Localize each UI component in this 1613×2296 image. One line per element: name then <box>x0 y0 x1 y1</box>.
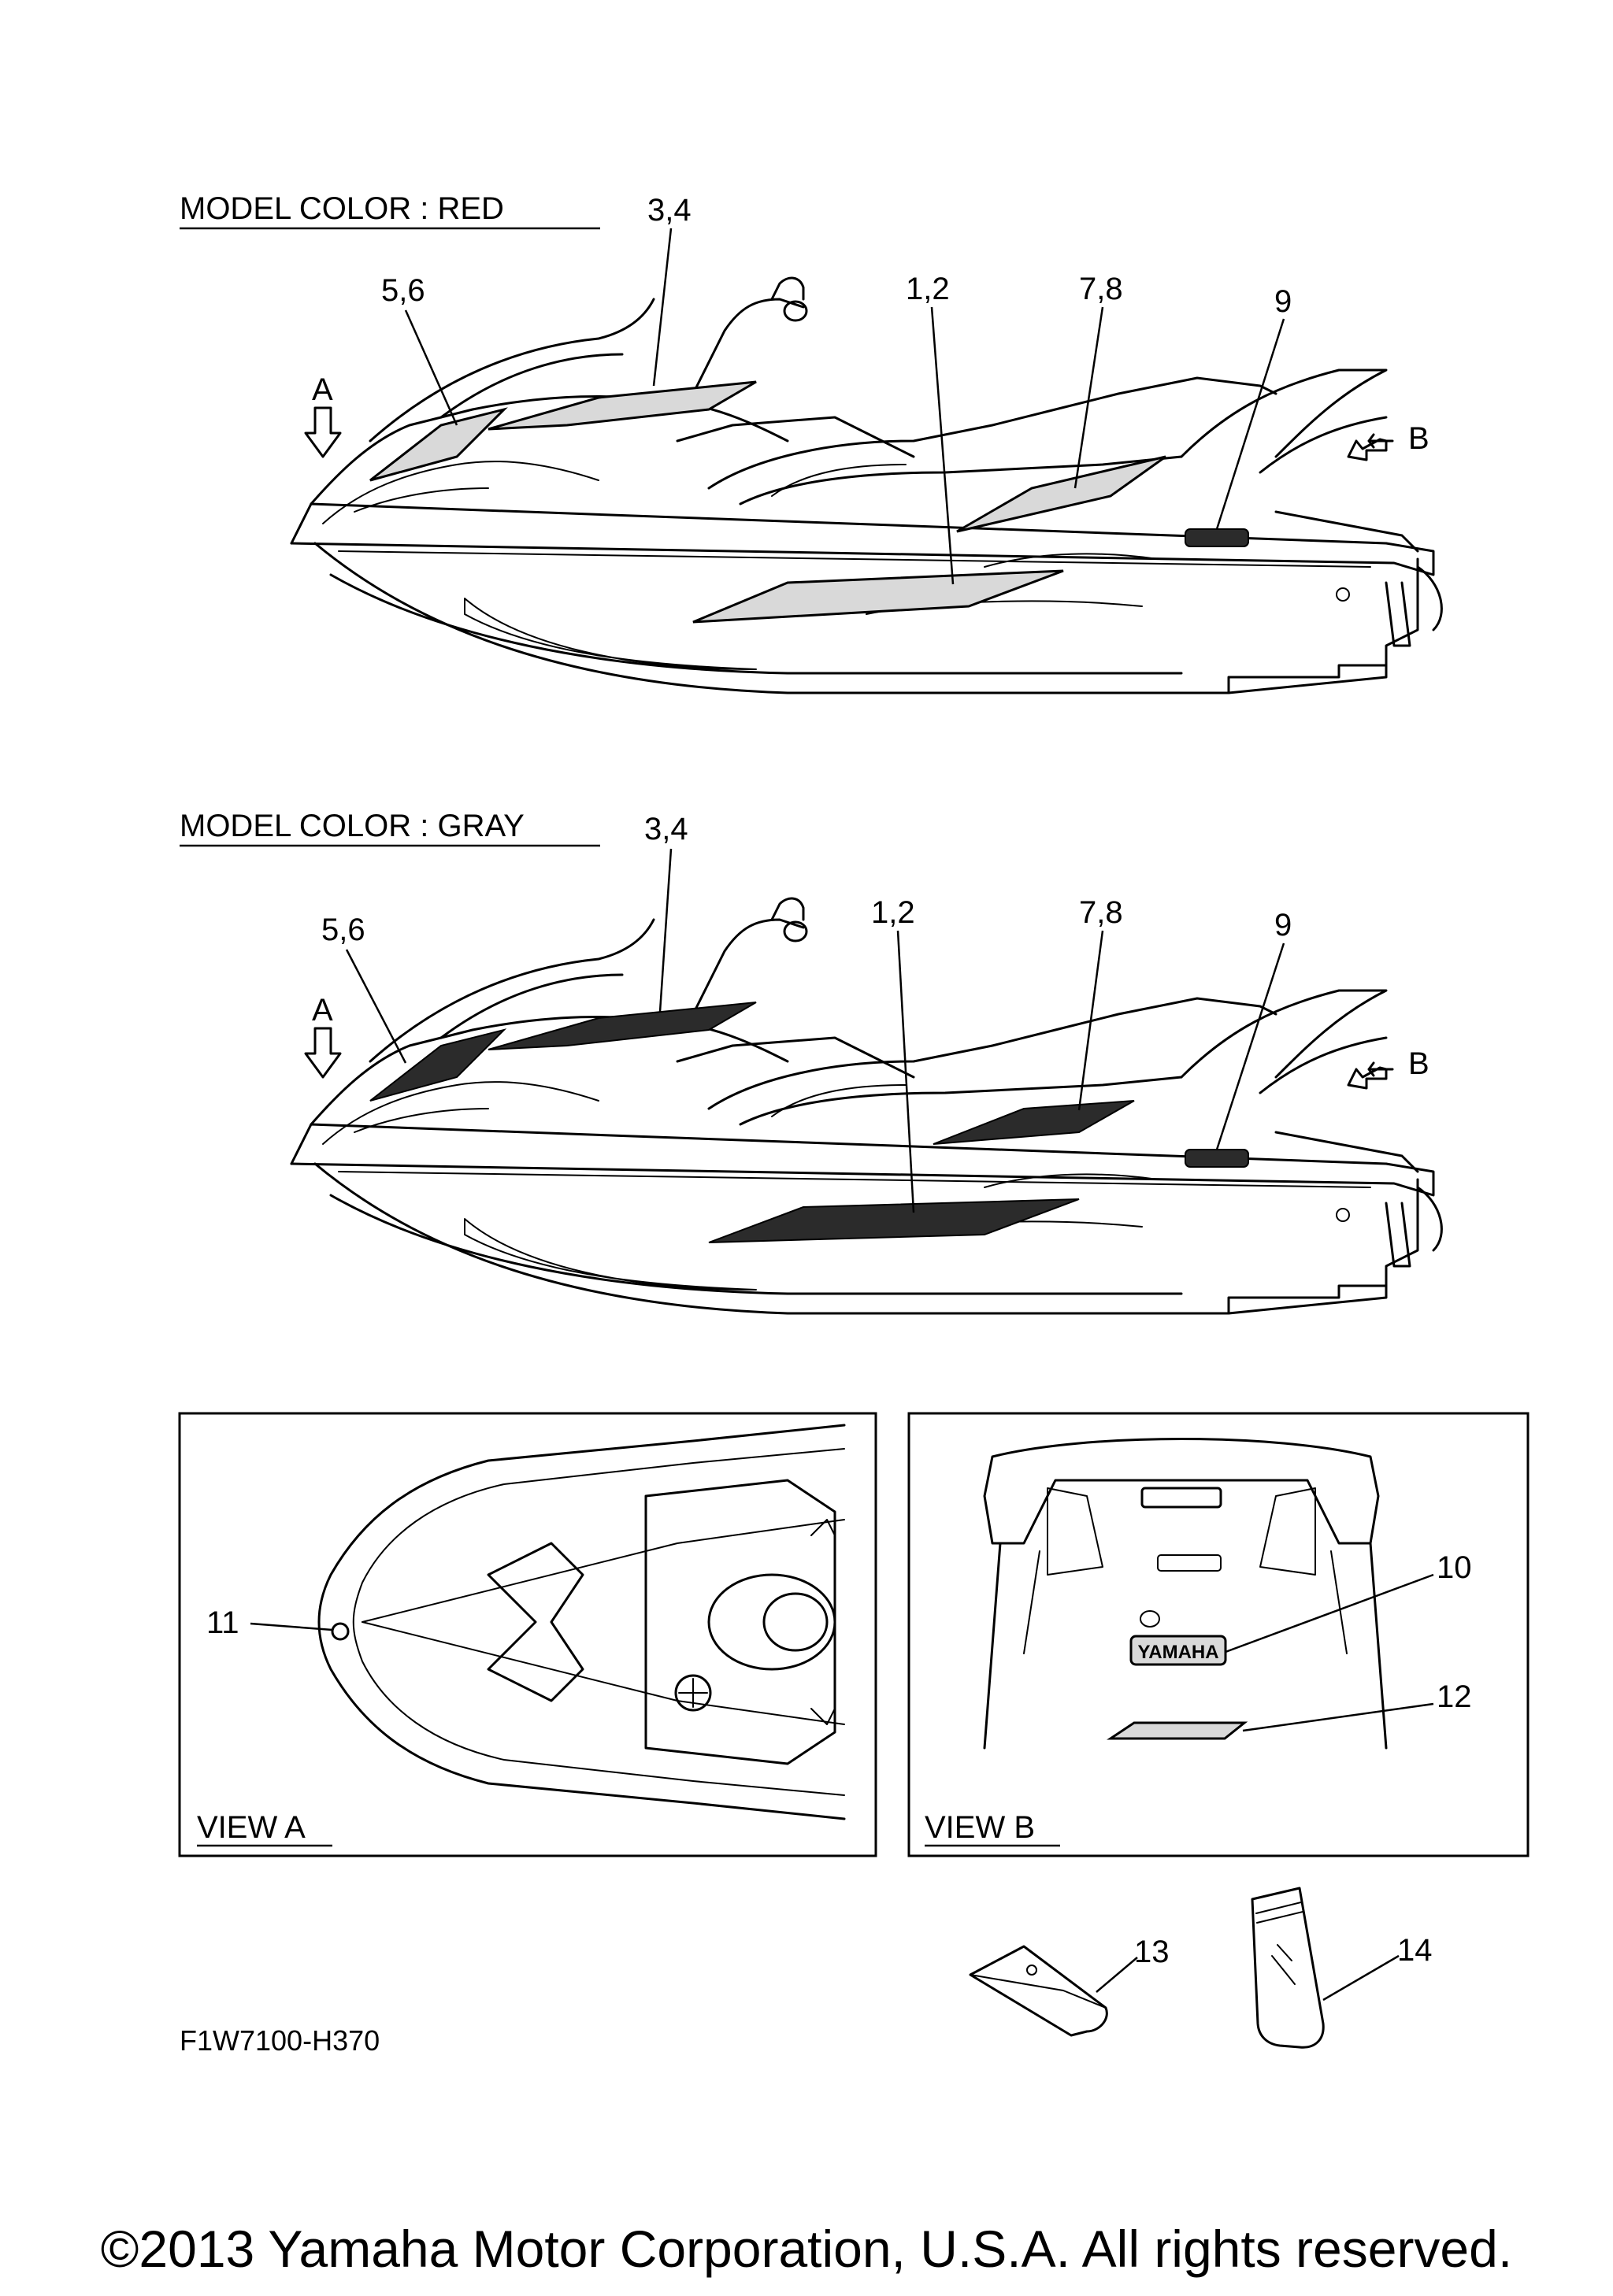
leader-1-2 <box>930 306 955 585</box>
view-a-arrow-icon <box>304 1027 342 1079</box>
yamaha-badge <box>1129 1635 1227 1666</box>
leader-10 <box>1225 1573 1434 1653</box>
view-b-arrow-shaft <box>1347 1066 1388 1090</box>
copyright-notice: ©2013 Yamaha Motor Corporation, U.S.A. A… <box>100 2220 1513 2278</box>
leader-13 <box>1096 1957 1138 1993</box>
decal-9 <box>1185 528 1249 547</box>
callout-7-8: 7,8 <box>1079 895 1123 930</box>
callout-3-4: 3,4 <box>647 193 692 228</box>
view-b-title: VIEW B <box>925 1810 1035 1845</box>
watercraft-side-view-gray <box>290 897 1443 1315</box>
view-a-arrow-icon <box>304 406 342 458</box>
stern-deck-outline <box>983 1438 1380 1545</box>
callout-5-6: 5,6 <box>321 913 365 947</box>
decal-1-2 <box>708 1198 1080 1243</box>
leader-7-8 <box>1073 306 1104 489</box>
decal-7-8 <box>933 1100 1135 1145</box>
arrow-b-label: B <box>1408 421 1429 456</box>
leader-1-2 <box>896 930 915 1213</box>
callout-7-8: 7,8 <box>1079 272 1123 306</box>
callout-12: 12 <box>1437 1679 1472 1714</box>
section-gray: MODEL COLOR : GRAY 3,4 5,6 1,2 7,8 9 A B <box>180 809 1443 1315</box>
section-red-header: MODEL COLOR : RED <box>180 191 504 226</box>
view-a-frame <box>178 1412 877 1857</box>
leader-3-4 <box>658 848 673 1013</box>
view-b-arrow-icon <box>1367 1061 1394 1077</box>
decal-5-6 <box>369 407 508 482</box>
leader-7-8 <box>1077 930 1104 1111</box>
view-a-panel: 11 VIEW A <box>178 1412 877 1857</box>
decal-12 <box>1107 1721 1248 1740</box>
decal-5-6 <box>369 1028 507 1102</box>
callout-13: 13 <box>1134 1935 1170 1969</box>
leader-9 <box>1215 942 1285 1150</box>
leader-3-4 <box>652 228 673 387</box>
view-b-arrow-shaft <box>1367 433 1394 449</box>
leader-5-6 <box>345 949 407 1064</box>
section-gray-header: MODEL COLOR : GRAY <box>180 809 525 843</box>
decal-3-4 <box>488 1002 757 1050</box>
section-red: MODEL COLOR : RED 3,4 5,6 1,2 7,8 9 A B <box>180 191 1443 694</box>
pouch-13-icon <box>969 1945 1108 2037</box>
callout-14: 14 <box>1397 1933 1433 1968</box>
leader-9 <box>1215 318 1285 530</box>
callout-9: 9 <box>1274 908 1292 942</box>
arrow-a-label: A <box>312 993 333 1028</box>
loose-parts: 13 14 <box>969 1887 1433 2049</box>
drawing-code: F1W7100-H370 <box>180 2024 380 2057</box>
callout-1-2: 1,2 <box>871 895 915 930</box>
leader-12 <box>1242 1702 1434 1732</box>
arrow-b-label: B <box>1408 1046 1429 1081</box>
callout-11: 11 <box>206 1605 239 1640</box>
decal-11-marker <box>331 1622 350 1641</box>
decal-7-8 <box>956 455 1166 533</box>
arrow-a-label: A <box>312 372 333 407</box>
callout-5-6: 5,6 <box>381 273 425 308</box>
manual-bag-14-icon <box>1251 1887 1325 2049</box>
view-b-arrow-icon <box>1347 438 1388 461</box>
leader-14 <box>1322 1954 1400 2002</box>
view-b-panel: YAMAHA 10 12 VIEW B <box>907 1412 1530 1857</box>
hull-outline-top-view <box>317 1424 846 1820</box>
callout-9: 9 <box>1274 284 1292 319</box>
watercraft-side-view-red <box>290 276 1443 694</box>
leader-5-6 <box>404 309 458 426</box>
decal-3-4 <box>488 380 757 431</box>
view-a-title: VIEW A <box>197 1810 306 1845</box>
callout-10: 10 <box>1437 1550 1472 1585</box>
decal-1-2 <box>692 569 1064 624</box>
callout-3-4: 3,4 <box>644 812 688 846</box>
decal-9 <box>1185 1149 1249 1168</box>
callout-1-2: 1,2 <box>906 272 950 306</box>
view-b-frame <box>907 1412 1530 1857</box>
leader-11 <box>250 1622 333 1631</box>
yamaha-badge-text: YAMAHA <box>1137 1642 1218 1663</box>
